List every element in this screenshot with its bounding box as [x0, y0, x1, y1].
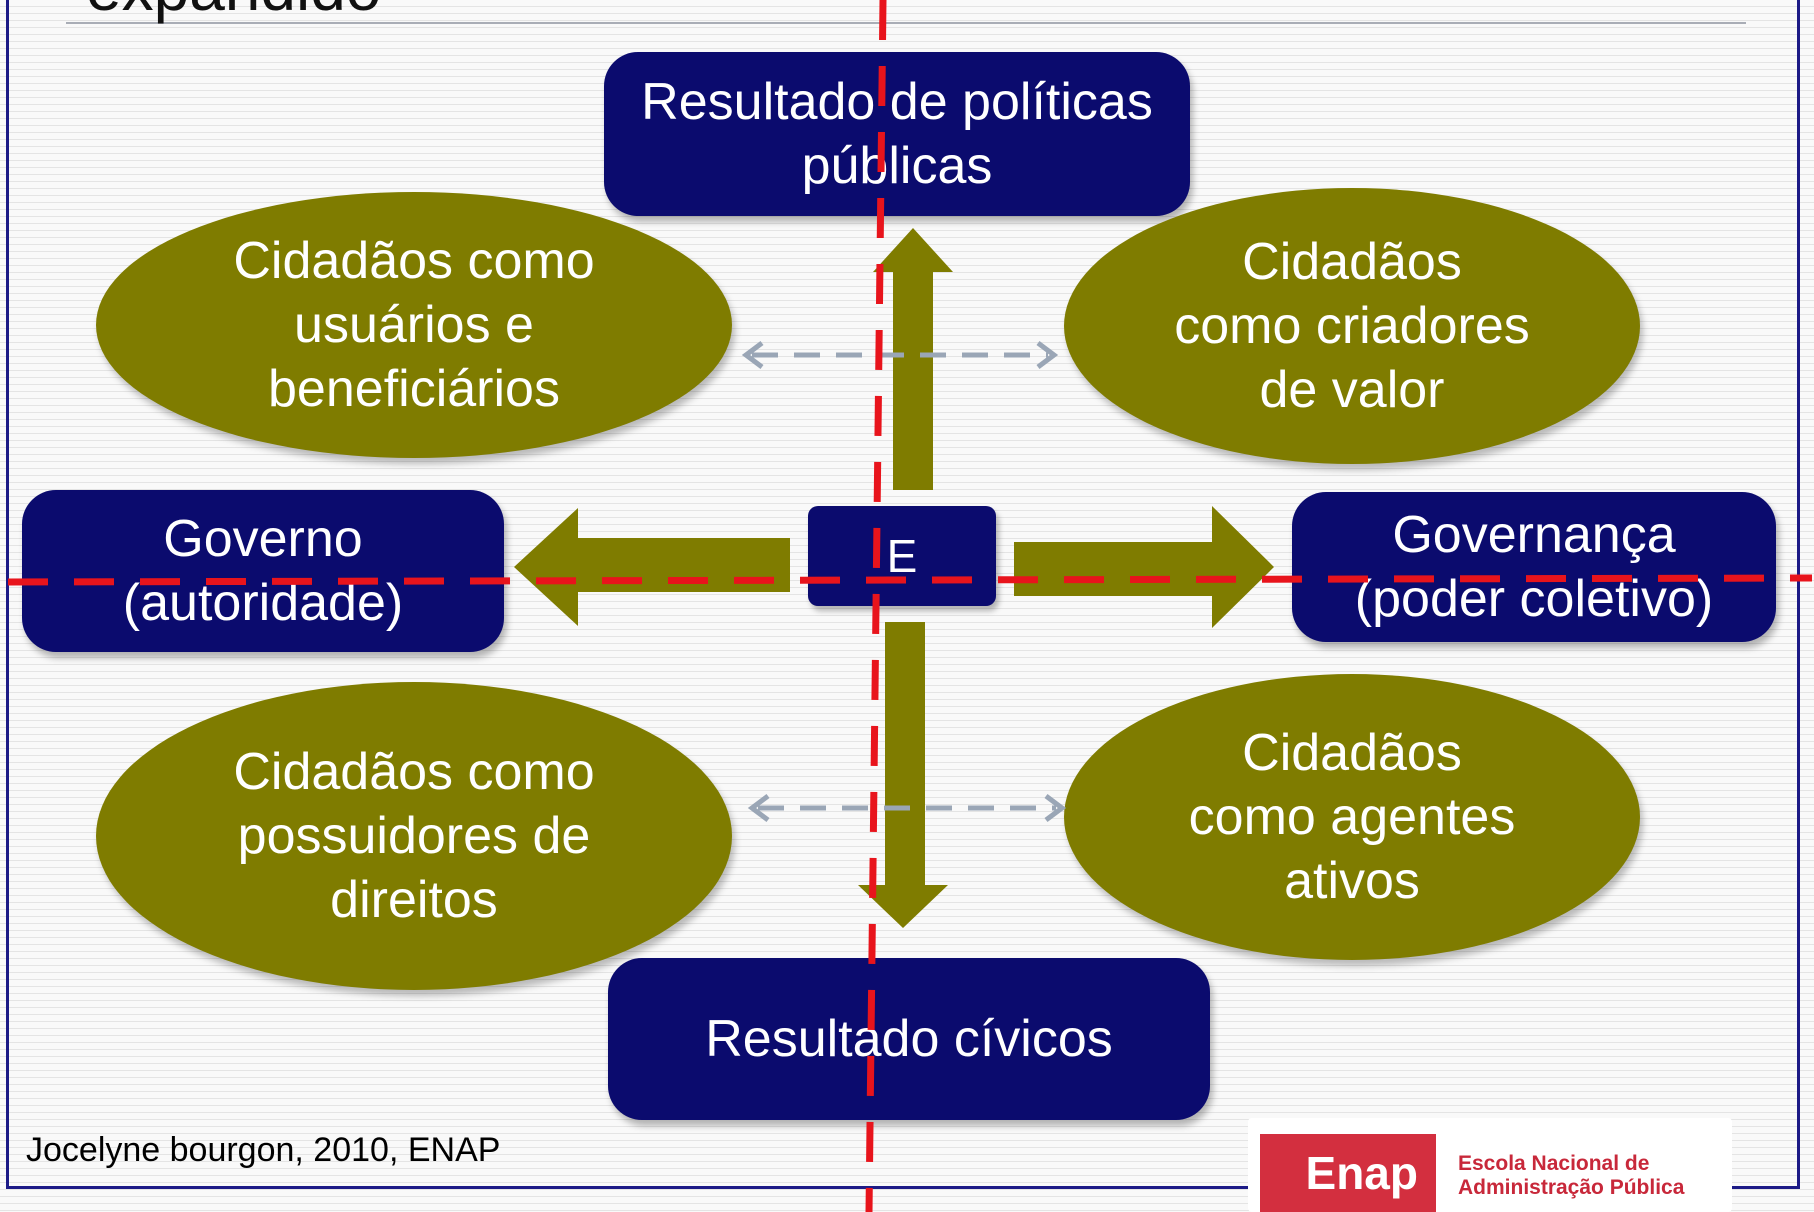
- slide-frame-bottom: [6, 1186, 1264, 1189]
- enap-logo: Enap Escola Nacional de Administração Pú…: [1248, 1118, 1732, 1212]
- slide-frame-bottom-right: [1720, 1186, 1800, 1189]
- box-policy-results: Resultado de políticas públicas: [604, 52, 1190, 216]
- slide-frame-left: [6, 0, 9, 1188]
- enap-logo-line2: Administração Pública: [1458, 1176, 1685, 1199]
- enap-logo-text: Escola Nacional de Administração Pública: [1458, 1152, 1730, 1200]
- dashed-connector-bottom: [747, 794, 1067, 822]
- red-guide-vertical: [865, 0, 887, 1212]
- box-government: Governo (autoridade): [22, 490, 504, 652]
- source-citation: Jocelyne bourgon, 2010, ENAP: [26, 1131, 501, 1169]
- slide-frame-right: [1797, 0, 1800, 1189]
- title-divider: [66, 22, 1746, 24]
- arrow-up: [873, 228, 953, 490]
- slide-title: expandido: [86, 0, 381, 20]
- ellipse-citizens-rights-holders: Cidadãos como possuidores de direitos: [96, 682, 732, 990]
- ellipse-citizens-value-creators: Cidadãos como criadores de valor: [1064, 188, 1640, 464]
- box-civic-results: Resultado cívicos: [608, 958, 1210, 1120]
- red-guide-horizontal: [7, 574, 1813, 586]
- arrow-left: [514, 508, 790, 626]
- dashed-connector-top: [741, 341, 1059, 369]
- arrow-right: [1014, 506, 1274, 628]
- enap-logo-line1: Escola Nacional de: [1458, 1152, 1650, 1175]
- center-box-e: E: [808, 506, 996, 606]
- box-governance: Governança (poder coletivo): [1292, 492, 1776, 642]
- ellipse-citizens-users: Cidadãos como usuários e beneficiários: [96, 192, 732, 458]
- ellipse-citizens-active-agents: Cidadãos como agentes ativos: [1064, 674, 1640, 960]
- enap-logo-mark: Enap: [1260, 1134, 1436, 1212]
- arrow-down: [858, 622, 948, 928]
